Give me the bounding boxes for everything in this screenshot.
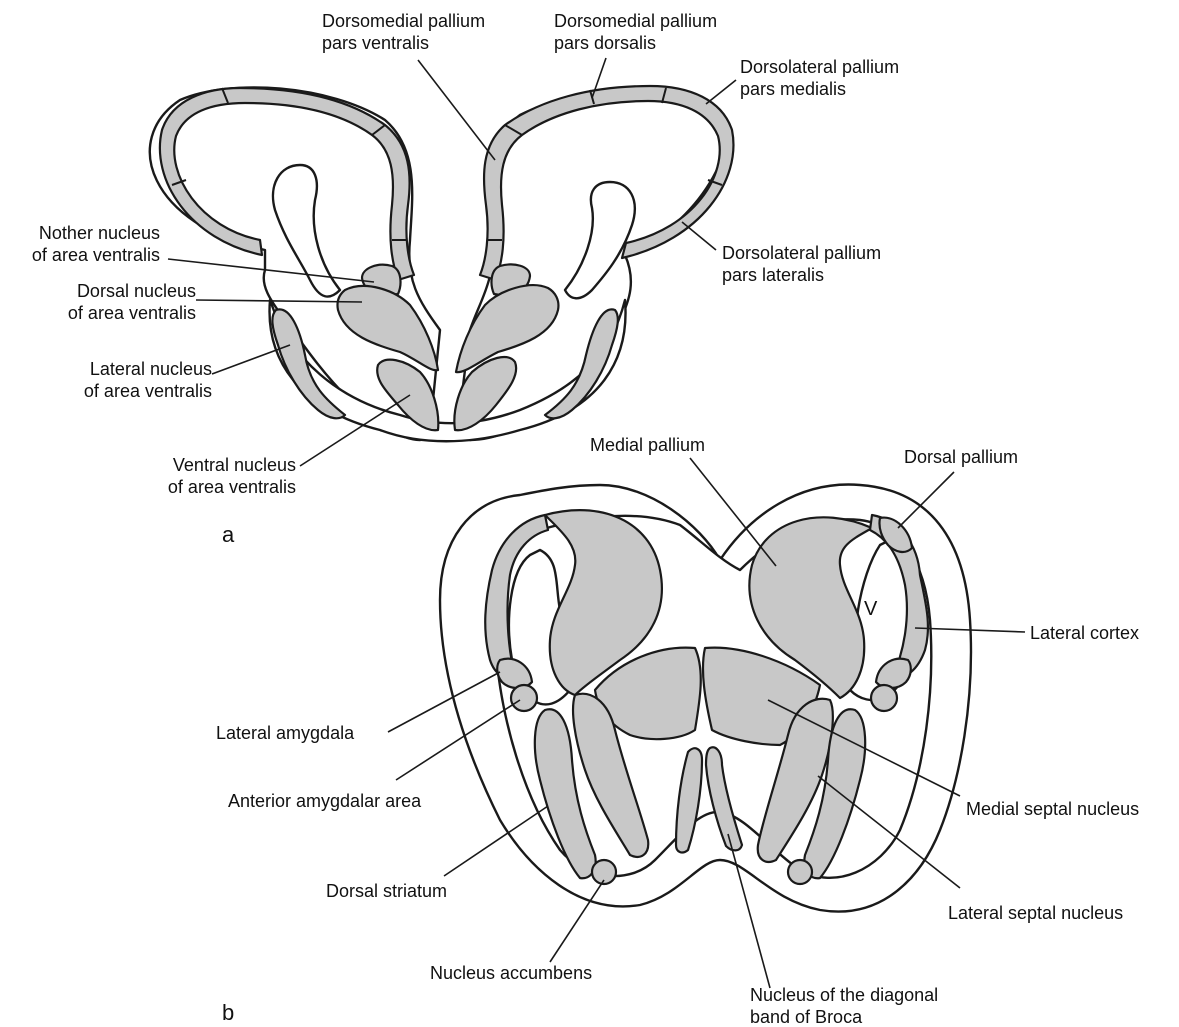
label-line: Lateral cortex <box>1030 622 1139 644</box>
label-dorsal-pallium: Dorsal pallium <box>904 446 1018 468</box>
label-lateral-nucleus: Lateral nucleus of area ventralis <box>56 358 212 402</box>
label-line: Nucleus of the diagonal <box>750 984 938 1006</box>
label-line: Dorsolateral pallium <box>740 56 899 78</box>
label-line: Dorsal pallium <box>904 446 1018 468</box>
label-line: Dorsomedial pallium <box>554 10 717 32</box>
ventricle-letter: V <box>864 598 877 620</box>
panel-b-letter: b <box>222 1000 234 1026</box>
label-medial-pallium: Medial pallium <box>590 434 705 456</box>
label-dorsolateral-pallium-pars-medialis: Dorsolateral pallium pars medialis <box>740 56 899 100</box>
label-line: band of Broca <box>750 1006 938 1027</box>
label-line: Lateral septal nucleus <box>948 902 1123 924</box>
label-line: Medial septal nucleus <box>966 798 1139 820</box>
label-lateral-cortex: Lateral cortex <box>1030 622 1139 644</box>
label-line: Dorsolateral pallium <box>722 242 881 264</box>
panel-b-anterior-amygdalar-right <box>871 685 897 711</box>
panel-b-drawing <box>388 458 1025 988</box>
label-nother-nucleus: Nother nucleus of area ventralis <box>8 222 160 266</box>
label-line: Nother nucleus <box>8 222 160 244</box>
label-dorsolateral-pallium-pars-lateralis: Dorsolateral pallium pars lateralis <box>722 242 881 286</box>
label-line: Nucleus accumbens <box>430 962 592 984</box>
label-line: of area ventralis <box>8 244 160 266</box>
label-ventral-nucleus: Ventral nucleus of area ventralis <box>140 454 296 498</box>
label-lateral-amygdala: Lateral amygdala <box>216 722 354 744</box>
label-line: pars dorsalis <box>554 32 717 54</box>
label-lateral-septal-nucleus: Lateral septal nucleus <box>948 902 1123 924</box>
label-line: Dorsal striatum <box>326 880 447 902</box>
label-medial-septal-nucleus: Medial septal nucleus <box>966 798 1139 820</box>
label-line: pars ventralis <box>322 32 485 54</box>
label-line: Lateral amygdala <box>216 722 354 744</box>
panel-b-nucleus-accumbens-right <box>788 860 812 884</box>
label-line: Medial pallium <box>590 434 705 456</box>
label-dorsomedial-pallium-pars-dorsalis: Dorsomedial pallium pars dorsalis <box>554 10 717 54</box>
label-line: of area ventralis <box>56 380 212 402</box>
panel-b-anterior-amygdalar-left <box>511 685 537 711</box>
label-dorsal-striatum: Dorsal striatum <box>326 880 447 902</box>
label-nucleus-diagonal-band-broca: Nucleus of the diagonal band of Broca <box>750 984 938 1027</box>
label-line: Lateral nucleus <box>56 358 212 380</box>
label-line: of area ventralis <box>44 302 196 324</box>
label-line: pars lateralis <box>722 264 881 286</box>
label-anterior-amygdalar-area: Anterior amygdalar area <box>228 790 421 812</box>
label-line: of area ventralis <box>140 476 296 498</box>
label-line: Dorsal nucleus <box>44 280 196 302</box>
panel-a-drawing <box>150 58 736 466</box>
panel-a-letter: a <box>222 522 234 548</box>
label-line: Anterior amygdalar area <box>228 790 421 812</box>
label-nucleus-accumbens: Nucleus accumbens <box>430 962 592 984</box>
label-dorsal-nucleus: Dorsal nucleus of area ventralis <box>44 280 196 324</box>
label-line: Dorsomedial pallium <box>322 10 485 32</box>
label-line: Ventral nucleus <box>140 454 296 476</box>
label-line: pars medialis <box>740 78 899 100</box>
label-dorsomedial-pallium-pars-ventralis: Dorsomedial pallium pars ventralis <box>322 10 485 54</box>
